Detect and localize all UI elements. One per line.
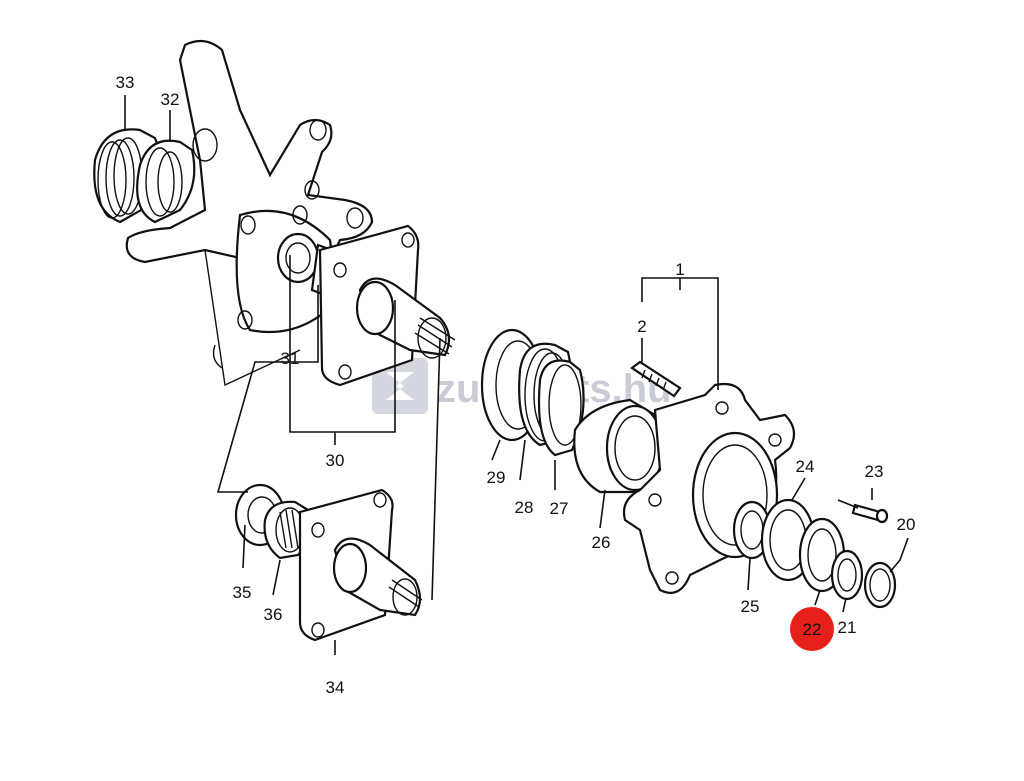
leader-lines [124, 95, 909, 655]
callout-labels: 1 2 20 21 22 23 24 25 26 27 28 29 30 31 … [116, 73, 916, 697]
bolt-2 [630, 360, 682, 398]
callout-1[interactable]: 1 [675, 260, 684, 279]
callout-35[interactable]: 35 [233, 583, 252, 602]
screw-23 [851, 503, 889, 524]
callout-28[interactable]: 28 [515, 498, 534, 517]
bearing-26 [573, 398, 665, 494]
spindle-flange-34 [298, 488, 423, 642]
callout-32[interactable]: 32 [161, 90, 180, 109]
callout-30[interactable]: 30 [326, 451, 345, 470]
snap-ring-20 [863, 561, 897, 609]
callout-23[interactable]: 23 [865, 462, 884, 481]
callout-2[interactable]: 2 [637, 317, 646, 336]
callout-22[interactable]: 22 [803, 620, 822, 639]
suzuki-s-icon [386, 372, 414, 400]
callout-22-highlight [790, 607, 834, 651]
flange-30 [318, 224, 456, 387]
callout-25[interactable]: 25 [741, 597, 760, 616]
seal-27 [537, 359, 585, 457]
callout-27[interactable]: 27 [550, 499, 569, 518]
callout-34[interactable]: 34 [326, 678, 345, 697]
callout-26[interactable]: 26 [592, 533, 611, 552]
callout-36[interactable]: 36 [264, 605, 283, 624]
callout-29[interactable]: 29 [487, 468, 506, 487]
callout-21[interactable]: 21 [838, 618, 857, 637]
clip-21 [830, 549, 864, 601]
callout-20[interactable]: 20 [897, 515, 916, 534]
callout-33[interactable]: 33 [116, 73, 135, 92]
callout-31[interactable]: 31 [281, 349, 300, 368]
seal-32 [136, 139, 196, 224]
callout-24[interactable]: 24 [796, 457, 815, 476]
